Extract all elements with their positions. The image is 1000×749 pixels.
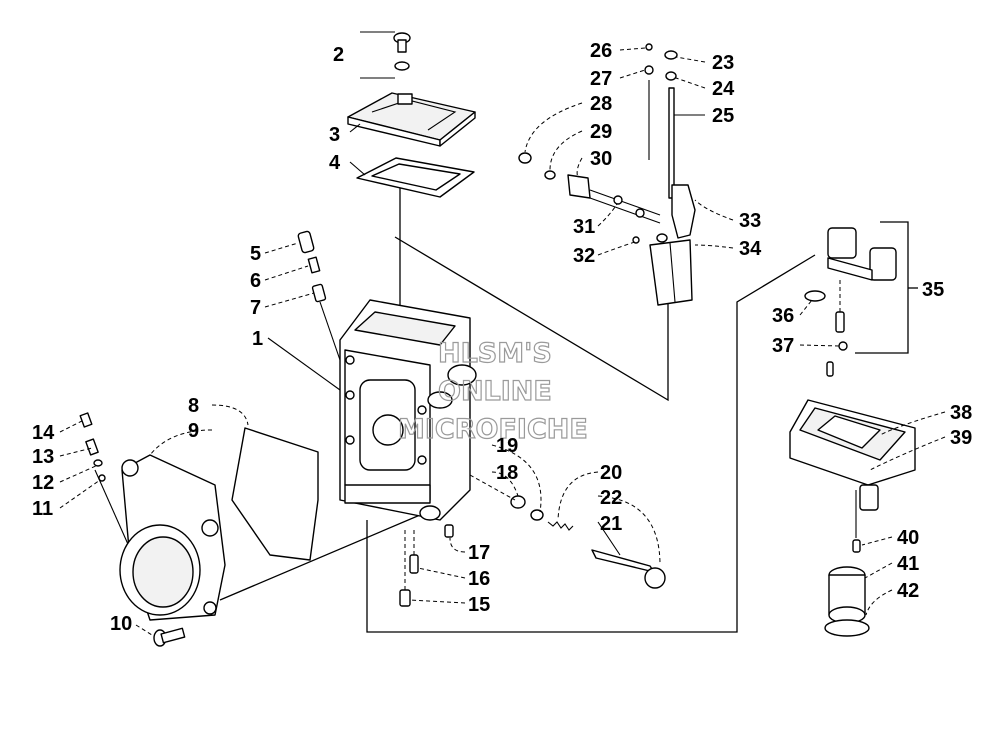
callout-24: 24 <box>712 78 735 100</box>
callout-31: 31 <box>573 216 595 238</box>
callout-41: 41 <box>897 553 919 575</box>
carburetor-body-part-1 <box>339 299 477 521</box>
watermark-line-1: HLSM'S <box>438 338 552 369</box>
callout-34: 34 <box>739 238 762 260</box>
callout-38: 38 <box>950 402 972 424</box>
callout-12: 12 <box>32 472 54 494</box>
flange-assembly <box>79 412 319 647</box>
callout-26: 26 <box>590 40 612 62</box>
callout-17: 17 <box>468 542 490 564</box>
callout-6: 6 <box>250 270 261 292</box>
callout-2: 2 <box>333 44 344 66</box>
callout-19: 19 <box>496 435 518 457</box>
small-parts-11-14 <box>79 412 106 482</box>
linkage-assembly-23-34 <box>518 43 696 306</box>
callout-4: 4 <box>329 152 341 174</box>
assembly-guide-lines <box>94 180 918 633</box>
callout-28: 28 <box>590 93 612 115</box>
callout-40: 40 <box>897 527 919 549</box>
callout-14: 14 <box>32 422 55 444</box>
gasket-part-4 <box>356 157 475 198</box>
callout-18: 18 <box>496 462 518 484</box>
callout-30: 30 <box>590 148 612 170</box>
callout-5: 5 <box>250 243 261 265</box>
jet-parts-5-6-7 <box>297 230 341 361</box>
watermark: HLSM'S ONLINE MICROFICHE <box>397 337 588 445</box>
callout-20: 20 <box>600 462 622 484</box>
top-cover-assembly <box>347 31 476 198</box>
callout-21: 21 <box>600 513 622 535</box>
watermark-line-3: MICROFICHE <box>398 414 588 445</box>
callout-27: 27 <box>590 68 612 90</box>
callout-13: 13 <box>32 446 54 468</box>
callout-42: 42 <box>897 580 919 602</box>
callout-22: 22 <box>600 487 622 509</box>
callout-33: 33 <box>739 210 761 232</box>
callout-3: 3 <box>329 124 340 146</box>
callout-32: 32 <box>573 245 595 267</box>
callout-7: 7 <box>250 297 261 319</box>
screw-part-10 <box>153 627 186 647</box>
callout-10: 10 <box>110 613 132 635</box>
callout-37: 37 <box>772 335 794 357</box>
gasket-part-8 <box>231 427 319 561</box>
callout-16: 16 <box>468 568 490 590</box>
callout-23: 23 <box>712 52 734 74</box>
flange-part-9 <box>119 454 226 621</box>
callout-11: 11 <box>32 498 53 520</box>
needle-assembly-18-22 <box>469 474 666 589</box>
callout-labels: 1 2 3 4 5 6 7 8 9 10 11 12 13 14 15 16 1… <box>32 40 972 635</box>
callout-15: 15 <box>468 594 490 616</box>
callout-35: 35 <box>922 279 944 301</box>
screw-part-2 <box>360 31 411 79</box>
watermark-line-2: ONLINE <box>438 376 552 407</box>
callout-29: 29 <box>590 121 612 143</box>
callout-39: 39 <box>950 427 972 449</box>
leader-lines <box>59 47 946 636</box>
callout-8: 8 <box>188 395 199 417</box>
callout-9: 9 <box>188 420 199 442</box>
screws-15-16-17 <box>399 524 454 607</box>
float-valve-assembly-35-37 <box>804 227 897 377</box>
callout-36: 36 <box>772 305 794 327</box>
cover-part-3 <box>347 92 476 147</box>
callout-1: 1 <box>252 328 263 350</box>
callout-25: 25 <box>712 105 734 127</box>
